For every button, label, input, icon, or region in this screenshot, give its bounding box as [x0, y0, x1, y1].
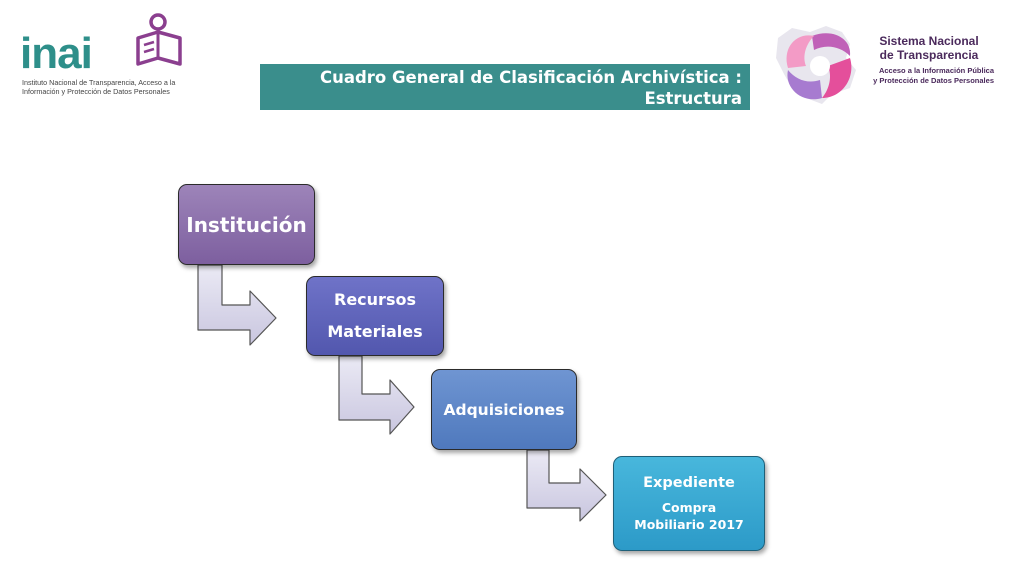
snt-logo: Sistema Nacional de Transparencia Acceso…	[770, 18, 1010, 110]
snt-title-line2: de Transparencia	[879, 48, 979, 62]
connector-arrow-2	[338, 355, 415, 435]
snt-subtitle: Acceso a la Información Pública y Protec…	[866, 66, 994, 86]
inai-book-person-icon	[136, 13, 182, 66]
node-institucion-label: Institución	[186, 212, 307, 237]
page-title-line1: Cuadro General de Clasificación Archivís…	[319, 68, 742, 87]
inai-wordmark: inai	[20, 29, 93, 78]
node-recursos-label-line2: Materiales	[327, 322, 423, 341]
snt-title-line1: Sistema Nacional	[879, 34, 979, 48]
inai-tagline-line1: Instituto Nacional de Transparencia, Acc…	[22, 78, 176, 87]
node-expediente-sub-line1: Compra	[661, 499, 717, 515]
node-recursos-materiales: Recursos Materiales	[306, 276, 444, 356]
node-institucion: Institución	[178, 184, 315, 265]
node-expediente-label: Expediente	[643, 474, 735, 491]
connector-arrow-1	[197, 264, 277, 346]
node-expediente: Expediente Compra Mobiliario 2017	[613, 456, 765, 551]
node-expediente-sub-line2: Mobiliario 2017	[634, 516, 744, 532]
snt-subtitle-line2: y Protección de Datos Personales	[873, 76, 994, 85]
page-title-line2: Estructura	[644, 89, 742, 108]
node-adquisiciones: Adquisiciones	[431, 369, 577, 450]
snt-swirl-icon	[776, 26, 856, 104]
node-adquisiciones-label: Adquisiciones	[443, 400, 565, 419]
inai-tagline: Instituto Nacional de Transparencia, Acc…	[22, 78, 192, 96]
page-title: Cuadro General de Clasificación Archivís…	[260, 64, 750, 110]
node-expediente-subtitle: Compra Mobiliario 2017	[634, 499, 743, 533]
inai-logo: inai Instituto Nacional de Transparencia…	[18, 12, 188, 100]
connector-arrow-3	[526, 449, 607, 522]
inai-tagline-line2: Información y Protección de Datos Person…	[22, 87, 170, 96]
node-recursos-label-line1: Recursos	[334, 290, 416, 309]
snt-subtitle-line1: Acceso a la Información Pública	[878, 66, 994, 75]
snt-title: Sistema Nacional de Transparencia	[870, 34, 988, 62]
